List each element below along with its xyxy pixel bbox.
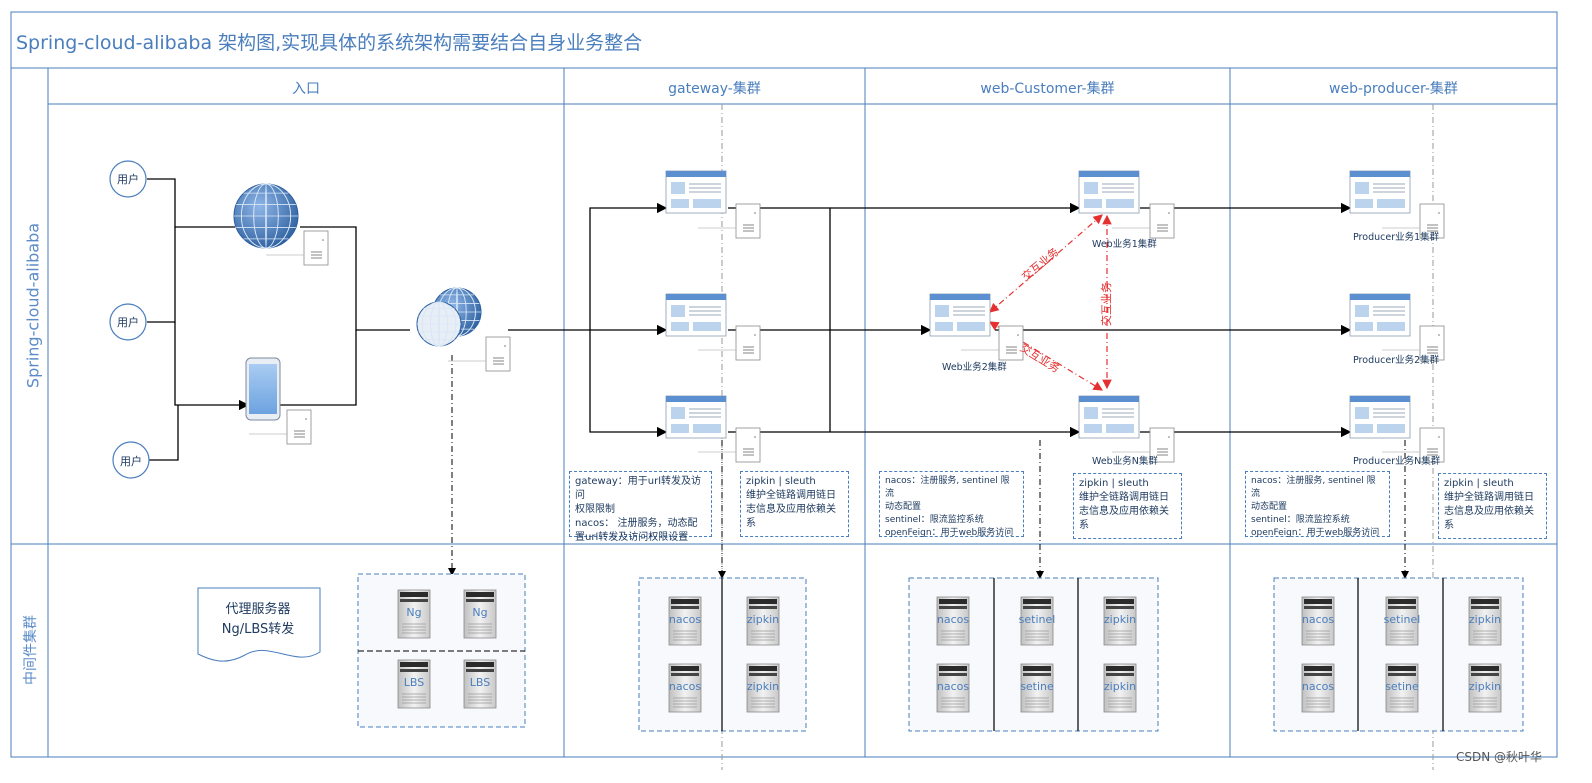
column-header-customer: web-Customer-集群 [980,81,1115,97]
globe-icon [416,301,462,347]
producer-node-2-label: Producer业务2集群 [1353,355,1440,366]
user-circle [109,160,147,198]
document-icon [961,325,1024,361]
browser-window-icon [665,395,727,439]
document-icon [266,230,329,266]
proxy-document-shape [197,587,321,662]
server-icon [1385,663,1419,713]
globe-icon [233,183,299,249]
document-icon [1382,427,1445,463]
server-icon [1301,663,1335,713]
server-label: setine [1385,680,1419,693]
document-icon [1112,427,1175,463]
server-label: nacos [668,680,702,693]
server-icon [1103,596,1137,646]
server-label: zipkin [1468,613,1502,626]
server-icon [1020,663,1054,713]
server-label: nacos [668,613,702,626]
server-label: zipkin [746,680,780,693]
server-label: zipkin [746,613,780,626]
server-label: LBS [403,676,425,689]
server-icon [936,663,970,713]
user-circle [112,441,150,479]
mobile-phone-icon [245,357,281,421]
user-label: 用户 [120,455,142,468]
server-label: Ng [406,606,422,619]
server-label: setinel [1383,613,1421,626]
document-icon [448,336,511,372]
browser-window-icon [929,293,991,337]
server-label: nacos [1301,613,1335,626]
customer-node-1-label: Web业务1集群 [1092,239,1157,250]
document-icon [698,325,761,361]
server-label: zipkin [1468,680,1502,693]
server-icon [668,663,702,713]
server-label: nacos [936,680,970,693]
row-label-main: Spring-cloud-alibaba [23,222,43,389]
column-header-gateway: gateway-集群 [668,81,761,97]
server-icon [746,663,780,713]
browser-window-icon [665,170,727,214]
server-icon [463,659,497,709]
producer-node-n-label: Producer业务N集群 [1353,456,1441,467]
document-icon [249,409,312,445]
gateway-note: gateway：用于url转发及访问权限限制 nacos： 注册服务，动态配置u… [569,471,712,543]
interaction-label: 交互业务 [1100,282,1113,326]
customer-node-n-label: Web业务N集群 [1092,456,1158,467]
swimlane-frame [10,11,1558,758]
server-label: zipkin [1103,680,1137,693]
user-label: 用户 [117,173,139,186]
server-icon [1468,596,1502,646]
browser-window-icon [1078,170,1140,214]
user-label: 用户 [117,316,139,329]
server-label: nacos [1301,680,1335,693]
server-icon [936,596,970,646]
browser-window-icon [1349,395,1411,439]
server-icon [1468,663,1502,713]
server-label: LBS [469,676,491,689]
user-circle [109,303,147,341]
column-header-entry: 入口 [292,81,320,97]
server-label: setinel [1018,613,1056,626]
server-icon [463,589,497,639]
server-icon [1020,596,1054,646]
document-icon [698,203,761,239]
producer-node-1-label: Producer业务1集群 [1353,232,1440,243]
server-label: nacos [936,613,970,626]
producer-note: nacos：注册服务, sentinel 限流动态配置 sentinel：限流监… [1245,471,1390,538]
column-header-producer: web-producer-集群 [1329,81,1458,97]
interaction-arrows [988,214,1112,391]
flow-connectors [147,178,1352,461]
server-icon [1301,596,1335,646]
server-icon [1385,596,1419,646]
server-icon [397,659,431,709]
server-icon [746,596,780,646]
server-label: setine [1020,680,1054,693]
server-label: Ng [472,606,488,619]
footer-watermark: CSDN @秋叶华 [1456,750,1543,764]
server-label: zipkin [1103,613,1137,626]
customer-node-2-label: Web业务2集群 [942,362,1007,373]
server-icon [1103,663,1137,713]
server-icon [397,589,431,639]
browser-window-icon [1078,395,1140,439]
document-icon [1112,203,1175,239]
server-icon [668,596,702,646]
browser-window-icon [1349,170,1411,214]
browser-window-icon [665,293,727,337]
row-label-middleware: 中间件集群 [23,615,39,685]
browser-window-icon [1349,293,1411,337]
middleware-links [448,355,1409,579]
document-icon [1382,325,1445,361]
document-icon [698,427,761,463]
document-icon [1382,203,1445,239]
customer-note: nacos：注册服务, sentinel 限流动态配置 sentinel：限流监… [879,471,1024,538]
page-title: Spring-cloud-alibaba 架构图,实现具体的系统架构需要结合自身… [16,32,643,54]
